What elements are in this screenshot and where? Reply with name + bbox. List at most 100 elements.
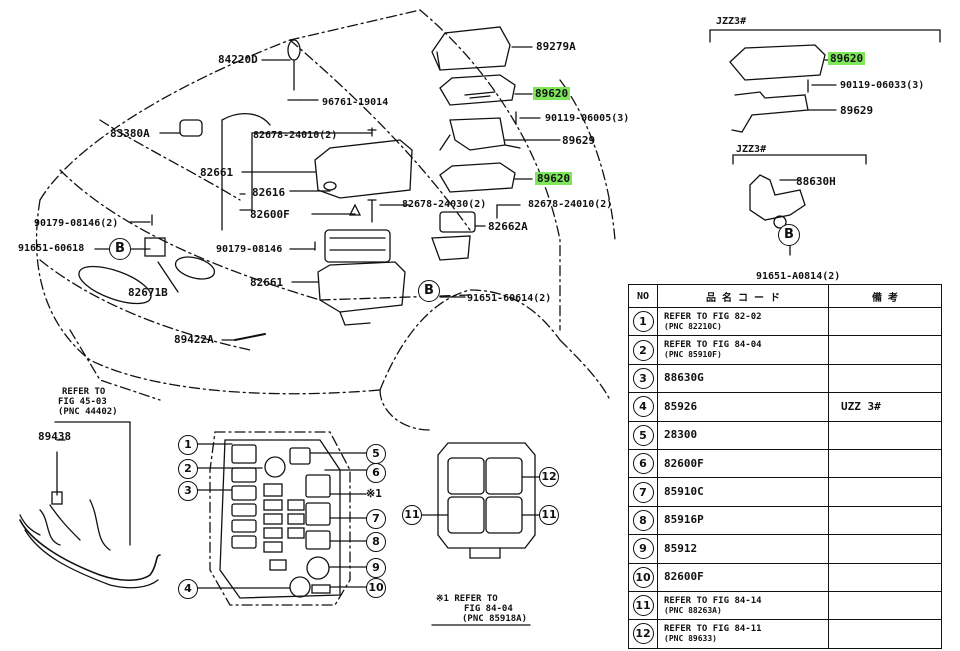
refer-note-84-line1: ※1 REFER TO (436, 594, 498, 604)
legend-part-code-cell: 82600F (657, 562, 829, 592)
label-82600f: 82600F (250, 208, 290, 221)
ecu-jzz3 (729, 44, 826, 81)
legend-row: 4 85926 UZZ 3# (628, 392, 942, 422)
label-89620-highlighted-2: 89620 (535, 172, 573, 185)
label-90179-08146-mid: 90179-08146 (216, 244, 283, 255)
legend-number: 5 (632, 424, 654, 446)
legend-part-code-cell: 85916P (657, 505, 829, 536)
header-remarks: 備 考 (828, 284, 942, 308)
fuse-callout-4: 4 (178, 579, 198, 599)
ecu-89620-second (439, 162, 516, 193)
relay-box-82661-low (317, 261, 406, 313)
legend-remark (828, 534, 942, 564)
legend-part-code-cell: 85926 (657, 392, 829, 422)
car-body-outline (35, 9, 616, 431)
label-89620-highlighted-1: 89620 (533, 87, 571, 100)
label-89629-right: 89629 (840, 104, 874, 117)
legend-remark (828, 505, 942, 536)
legend-remark (828, 477, 942, 507)
callout-b-left: B (109, 238, 131, 260)
label-82661-top: 82661 (200, 166, 234, 179)
fuse-callout-6: 6 (366, 463, 386, 483)
relay-callout-11-right: 11 (539, 505, 559, 525)
legend-part-code: REFER TO FIG 84-04 (664, 340, 762, 351)
legend-part-pnc: (PNC 88263A) (664, 605, 722, 615)
relay-box-small (437, 442, 536, 549)
legend-part-code-cell: REFER TO FIG 82-02(PNC 82210C) (657, 306, 829, 337)
label-89438: 89438 (38, 430, 72, 443)
label-82678-24010-top: 82678-24010(2) (253, 130, 338, 141)
label-89620-highlighted-3: 89620 (828, 52, 866, 65)
legend-remark (828, 562, 942, 592)
legend-remark (828, 448, 942, 479)
legend-number-cell: 2 (628, 335, 658, 365)
legend-number-cell: 11 (628, 590, 658, 621)
legend-remark (828, 306, 942, 337)
legend-number: 1 (632, 311, 654, 333)
legend-part-code: 85926 (664, 399, 698, 413)
legend-part-code: 28300 (664, 428, 698, 442)
label-96761-19014: 96761-19014 (322, 97, 389, 108)
label-91651-60614: 91651-60614(2) (467, 293, 552, 304)
fuse-callout-9: 9 (366, 558, 386, 578)
fuse-callout-5: 5 (366, 444, 386, 464)
legend-number: 2 (632, 339, 654, 361)
legend-part-pnc: (PNC 82210C) (664, 321, 722, 331)
label-91651-60618: 91651-60618 (18, 243, 85, 254)
legend-number-cell: 5 (628, 420, 658, 450)
legend-number: 10 (632, 566, 654, 588)
refer-note-84-line2: FIG 84-04 (464, 604, 513, 614)
headlight-left (78, 265, 152, 305)
legend-header-row: NO 品 名 コ ー ド 備 考 (628, 284, 942, 308)
legend-row: 11 REFER TO FIG 84-14(PNC 88263A) (628, 590, 942, 621)
legend-part-code: REFER TO FIG 82-02 (664, 311, 762, 322)
cover-89279a (431, 26, 511, 71)
legend-number: 3 (632, 367, 654, 389)
legend-part-code-cell: REFER TO FIG 84-04(PNC 85910F) (657, 335, 829, 365)
refer-note-84-line3: (PNC 85918A) (462, 614, 528, 624)
label-89629: 89629 (562, 134, 596, 147)
legend-part-code: REFER TO FIG 84-14 (664, 595, 762, 606)
legend-number-cell: 7 (628, 477, 658, 507)
legend-remark (828, 363, 942, 394)
refer-note-45-line1: REFER TO (62, 387, 106, 397)
callout-b-mid: B (418, 280, 440, 302)
legend-part-code-cell: 28300 (657, 420, 829, 450)
fuse-callout-2: 2 (178, 459, 198, 479)
legend-number: 12 (632, 623, 654, 645)
legend-row: 5 28300 (628, 420, 942, 450)
label-88630h: 88630H (796, 175, 836, 188)
refer-note-45-line2: FIG 45-03 (58, 397, 107, 407)
fuse-callout-1: 1 (178, 435, 198, 455)
refer-note-45-line3: (PNC 44402) (58, 407, 118, 417)
fuse-callout-10: 10 (366, 578, 386, 598)
legend-part-pnc: (PNC 89633) (664, 633, 717, 643)
label-84220d: 84220D (218, 53, 258, 66)
legend-part-code-cell: REFER TO FIG 84-11(PNC 89633) (657, 619, 829, 649)
label-90179-08146-left: 90179-08146(2) (34, 218, 119, 229)
legend-number-cell: 4 (628, 392, 658, 422)
relay-callout-12: 12 (539, 467, 559, 487)
label-90119-06005: 90119-06005(3) (545, 113, 630, 124)
legend-row: 8 85916P (628, 505, 942, 536)
legend-part-code-cell: 82600F (657, 448, 829, 479)
legend-part-code: 85916P (664, 513, 704, 527)
legend-number-cell: 8 (628, 505, 658, 536)
junction-block (324, 229, 391, 263)
header-no: NO (628, 284, 658, 308)
label-90119-06033: 90119-06033(3) (840, 80, 925, 91)
legend-part-code: REFER TO FIG 84-11 (664, 623, 762, 634)
header-part-code: 品 名 コ ー ド (657, 284, 829, 308)
legend-remark: UZZ 3# (828, 392, 942, 422)
legend-part-code-cell: 85912 (657, 534, 829, 564)
callout-b-right: B (778, 224, 800, 246)
relay-callout-11-left: 11 (402, 505, 422, 525)
fuse-callout-3: 3 (178, 481, 198, 501)
star-note-marker: ※1 (366, 487, 382, 500)
